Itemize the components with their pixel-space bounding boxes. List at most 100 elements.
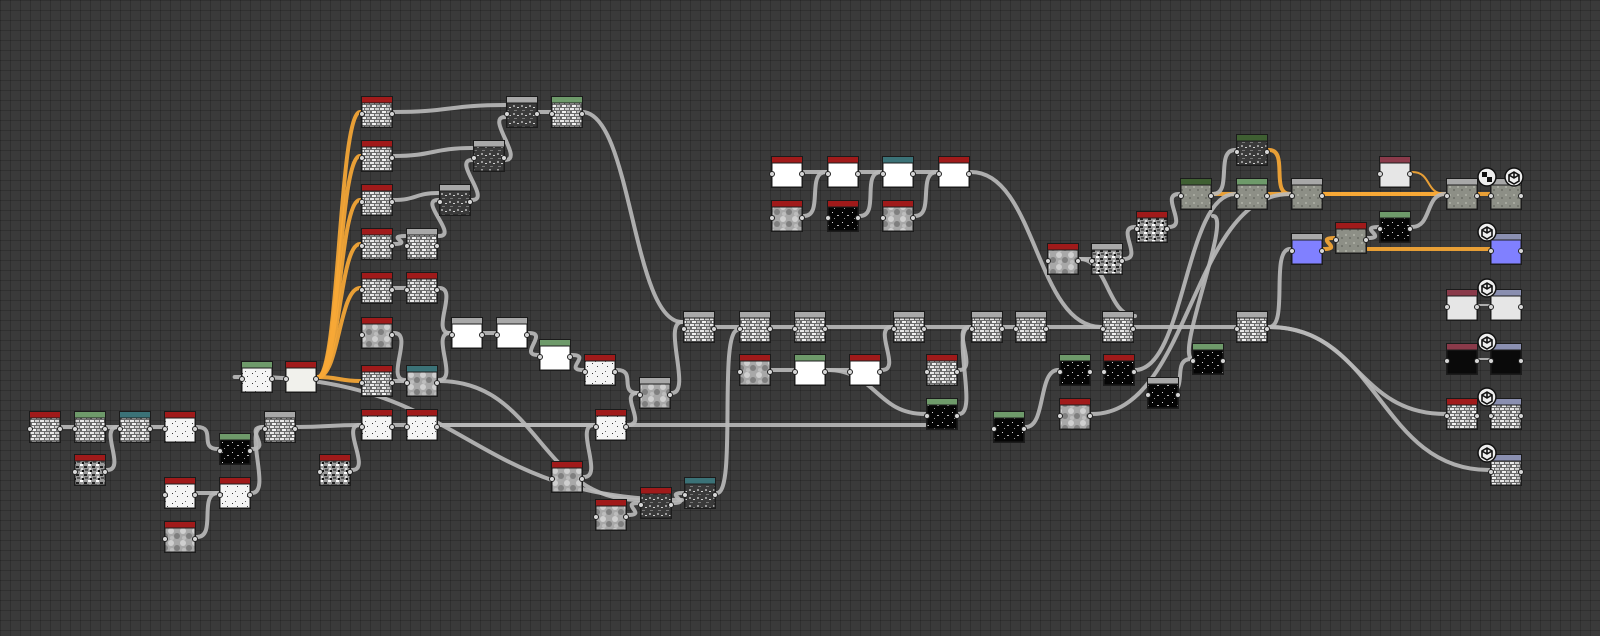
graph-node[interactable] <box>537 339 573 371</box>
cube-icon[interactable] <box>1477 332 1497 352</box>
node-input-port[interactable] <box>1444 193 1450 199</box>
connection-wire[interactable] <box>392 146 474 158</box>
connection-wire[interactable] <box>1211 148 1237 196</box>
node-input-port[interactable] <box>737 369 743 375</box>
cube-icon[interactable] <box>1477 222 1497 242</box>
graph-node[interactable] <box>880 200 916 232</box>
node-output-port[interactable] <box>389 155 395 161</box>
graph-node[interactable] <box>359 184 395 216</box>
node-input-port[interactable] <box>283 376 289 382</box>
graph-node[interactable] <box>1377 156 1413 188</box>
graph-node[interactable] <box>1234 311 1270 343</box>
node-output-port[interactable] <box>623 424 629 430</box>
node-input-port[interactable] <box>593 424 599 430</box>
node-output-port[interactable] <box>192 492 198 498</box>
node-output-port[interactable] <box>1043 326 1049 332</box>
connection-wire[interactable] <box>1122 225 1137 261</box>
graph-node[interactable] <box>283 361 319 393</box>
node-input-port[interactable] <box>359 199 365 205</box>
graph-node[interactable] <box>792 354 828 386</box>
graph-node[interactable] <box>162 411 198 443</box>
graph-node[interactable] <box>404 365 440 397</box>
connection-wire[interactable] <box>615 368 640 395</box>
node-input-port[interactable] <box>162 492 168 498</box>
node-output-port[interactable] <box>1474 304 1480 310</box>
node-input-port[interactable] <box>449 332 455 338</box>
connection-wire[interactable] <box>913 170 939 218</box>
node-output-port[interactable] <box>767 326 773 332</box>
node-input-port[interactable] <box>1333 237 1339 243</box>
graph-node[interactable] <box>936 156 972 188</box>
node-input-port[interactable] <box>359 287 365 293</box>
node-output-port[interactable] <box>1087 413 1093 419</box>
node-input-port[interactable] <box>549 476 555 482</box>
node-input-port[interactable] <box>825 171 831 177</box>
connection-wire[interactable] <box>969 170 1103 329</box>
node-input-port[interactable] <box>880 215 886 221</box>
connection-wire[interactable] <box>1322 236 1336 251</box>
node-input-port[interactable] <box>162 536 168 542</box>
graph-node[interactable] <box>1134 211 1170 243</box>
graph-node[interactable] <box>582 354 618 386</box>
node-input-port[interactable] <box>262 426 268 432</box>
connection-wire[interactable] <box>437 286 452 335</box>
graph-node[interactable] <box>825 156 861 188</box>
node-output-port[interactable] <box>1407 171 1413 177</box>
graph-node[interactable] <box>359 140 395 172</box>
node-output-port[interactable] <box>910 215 916 221</box>
connection-wire[interactable] <box>1410 192 1447 229</box>
node-output-port[interactable] <box>767 369 773 375</box>
node-output-port[interactable] <box>434 287 440 293</box>
node-output-port[interactable] <box>1474 358 1480 364</box>
node-input-port[interactable] <box>1488 248 1494 254</box>
graph-node[interactable] <box>359 272 395 304</box>
graph-node[interactable] <box>593 499 629 531</box>
graph-node[interactable] <box>681 311 717 343</box>
node-input-port[interactable] <box>891 326 897 332</box>
node-output-port[interactable] <box>954 413 960 419</box>
connection-wire[interactable] <box>626 391 640 427</box>
node-input-port[interactable] <box>1234 193 1240 199</box>
node-input-port[interactable] <box>1134 226 1140 232</box>
graph-node[interactable] <box>1333 222 1369 254</box>
node-input-port[interactable] <box>359 380 365 386</box>
node-input-port[interactable] <box>1289 248 1295 254</box>
graph-node[interactable] <box>1488 398 1524 430</box>
connection-wire[interactable] <box>464 158 480 202</box>
node-input-port[interactable] <box>1444 358 1450 364</box>
graph-node[interactable] <box>737 354 773 386</box>
graph-node[interactable] <box>924 354 960 386</box>
node-input-port[interactable] <box>217 492 223 498</box>
node-output-port[interactable] <box>623 514 629 520</box>
node-output-port[interactable] <box>434 243 440 249</box>
graph-node[interactable] <box>792 311 828 343</box>
node-input-port[interactable] <box>217 448 223 454</box>
node-output-port[interactable] <box>612 369 618 375</box>
node-output-port[interactable] <box>1264 149 1270 155</box>
node-input-port[interactable] <box>317 469 323 475</box>
node-output-port[interactable] <box>1319 193 1325 199</box>
graph-node[interactable] <box>1488 233 1524 265</box>
cube-icon[interactable] <box>1504 167 1524 187</box>
node-output-port[interactable] <box>1474 413 1480 419</box>
node-output-port[interactable] <box>313 376 319 382</box>
node-input-port[interactable] <box>792 369 798 375</box>
node-output-port[interactable] <box>855 215 861 221</box>
node-input-port[interactable] <box>1444 304 1450 310</box>
graph-node[interactable] <box>1100 311 1136 343</box>
node-output-port[interactable] <box>247 448 253 454</box>
graph-node[interactable] <box>1089 243 1125 275</box>
node-output-port[interactable] <box>999 326 1005 332</box>
node-input-port[interactable] <box>1488 358 1494 364</box>
node-input-port[interactable] <box>681 326 687 332</box>
connection-wire[interactable] <box>858 170 883 218</box>
connection-wire[interactable] <box>671 491 685 505</box>
node-output-port[interactable] <box>1407 226 1413 232</box>
node-output-port[interactable] <box>389 380 395 386</box>
node-input-port[interactable] <box>239 376 245 382</box>
node-input-port[interactable] <box>991 426 997 432</box>
connection-wire[interactable] <box>350 423 362 472</box>
connection-wire[interactable] <box>437 331 452 382</box>
graph-node[interactable] <box>1057 354 1093 386</box>
